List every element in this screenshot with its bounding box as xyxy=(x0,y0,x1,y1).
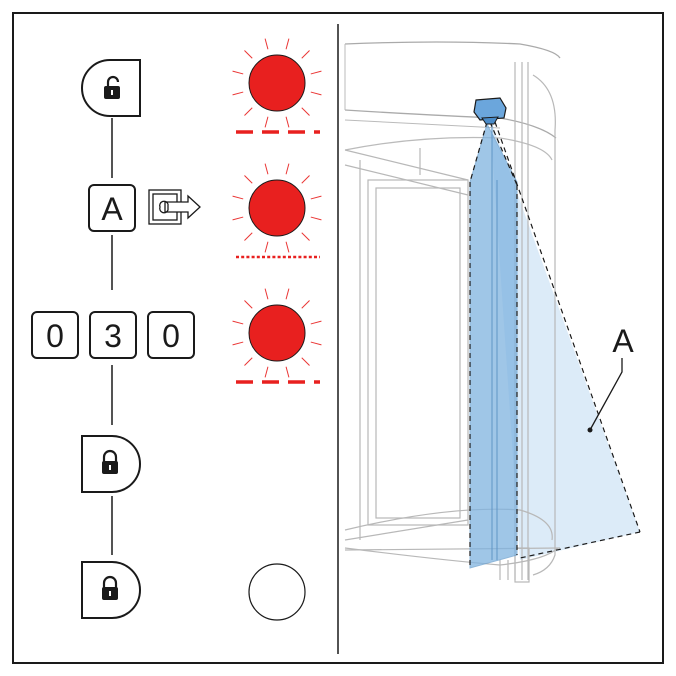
figure-frame xyxy=(12,12,664,664)
revolving-door-illustration: A xyxy=(344,41,641,583)
lock-button xyxy=(81,435,141,493)
code-digit-3: 0 xyxy=(147,311,195,359)
lock-button xyxy=(81,561,141,619)
indicator-light xyxy=(232,38,322,134)
indicator-light xyxy=(232,163,322,259)
indicator-light xyxy=(248,563,306,621)
sensor-beam xyxy=(469,122,518,569)
code-digit-1: 0 xyxy=(31,311,79,359)
indicator-light xyxy=(232,288,322,384)
locked-padlock-icon xyxy=(102,575,118,600)
sensor-unit xyxy=(473,97,507,125)
unlock-button xyxy=(81,59,141,117)
indicator-lights xyxy=(232,38,322,621)
svg-text:3: 3 xyxy=(104,318,122,354)
code-digit-2: 3 xyxy=(89,311,137,359)
svg-text:0: 0 xyxy=(46,318,64,354)
unlocked-padlock-icon xyxy=(104,75,120,99)
locked-padlock-icon xyxy=(102,449,118,474)
sensor-field-callout-label: A xyxy=(612,323,634,359)
key-a-label: A xyxy=(101,191,123,227)
key-a: A xyxy=(88,184,136,232)
svg-text:0: 0 xyxy=(162,318,180,354)
callout-leader xyxy=(589,358,623,431)
activate-service-icon xyxy=(148,189,201,225)
code-entry: 0 3 0 xyxy=(31,311,195,359)
